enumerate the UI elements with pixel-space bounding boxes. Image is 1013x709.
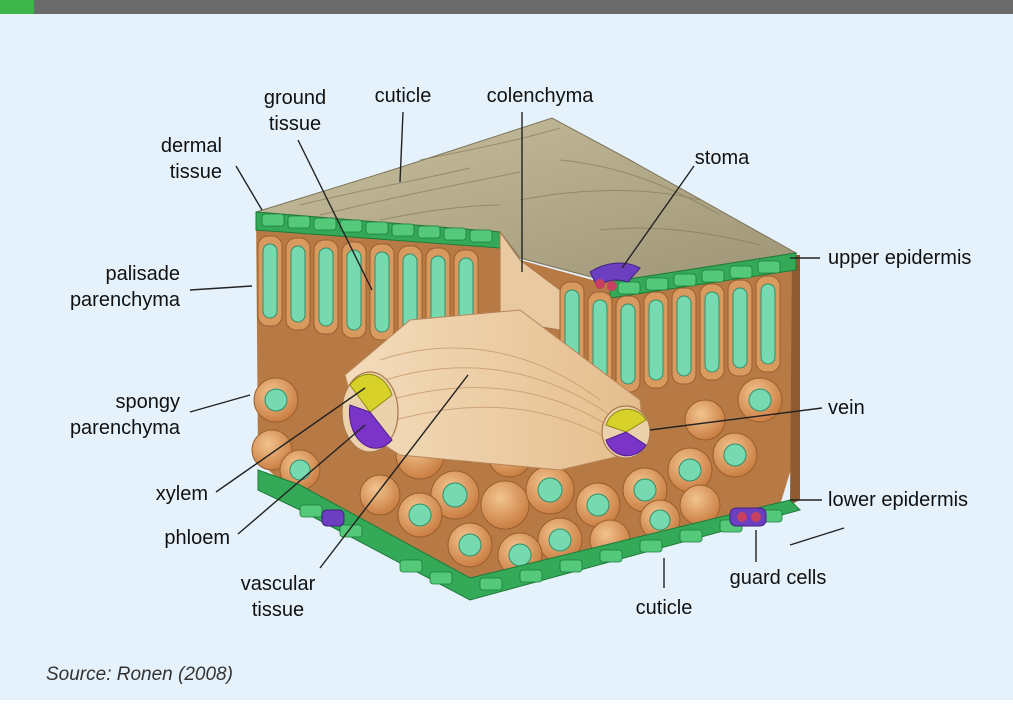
- label-cuticle-top: cuticle: [375, 85, 432, 107]
- leaf-block: [252, 118, 800, 600]
- label-upper-epidermis: upper epidermis: [828, 247, 971, 269]
- label-ground-tissue-line2: tissue: [269, 113, 321, 135]
- figure-source: Source: Ronen (2008): [46, 664, 233, 686]
- label-vascular-tissue-line2: tissue: [252, 599, 304, 621]
- label-ground-tissue-line1: ground: [264, 87, 326, 109]
- leader-lower-epidermis-2: [790, 528, 844, 545]
- leader-palisade: [190, 286, 252, 290]
- label-palisade-line2: parenchyma: [70, 289, 181, 311]
- label-dermal-tissue-line2: tissue: [170, 161, 222, 183]
- label-palisade-line1: palisade: [105, 263, 180, 285]
- label-stoma: stoma: [695, 147, 750, 169]
- label-cuticle-bottom: cuticle: [636, 597, 693, 619]
- label-phloem: phloem: [164, 527, 230, 549]
- label-vein: vein: [828, 397, 865, 419]
- label-spongy-line2: parenchyma: [70, 417, 181, 439]
- bottom-bar: [0, 700, 1013, 709]
- label-guard-cells: guard cells: [730, 567, 827, 589]
- leader-dermal-tissue: [236, 166, 262, 210]
- label-lower-epidermis: lower epidermis: [828, 489, 968, 511]
- label-dermal-tissue-line1: dermal: [161, 135, 222, 157]
- label-vascular-tissue-line1: vascular: [241, 573, 316, 595]
- label-xylem: xylem: [156, 483, 208, 505]
- label-colenchyma: colenchyma: [487, 85, 595, 107]
- label-spongy-line1: spongy: [116, 391, 181, 413]
- leader-spongy: [190, 395, 250, 412]
